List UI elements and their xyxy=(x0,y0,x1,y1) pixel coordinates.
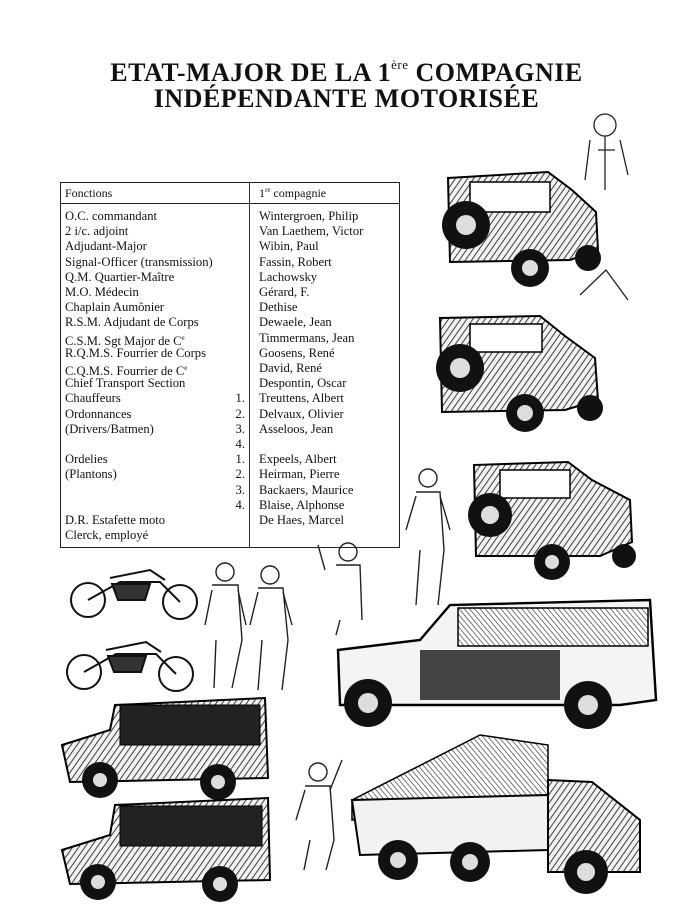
table-row: M.O. Médecin Gérard, F. xyxy=(61,285,399,300)
table-row: O.C. commandant Wintergroen, Philip xyxy=(61,209,399,224)
number-cell: 1. xyxy=(235,452,245,467)
number-cell: 4. xyxy=(235,437,245,451)
fonction-cell: Adjudant-Major xyxy=(65,239,147,254)
number-cell: 3. xyxy=(235,421,245,436)
name-cell: Dethise xyxy=(259,300,298,315)
fonction-cell: R.Q.M.S. Fourrier de Corps xyxy=(65,345,206,360)
covered-truck-illustration xyxy=(60,796,272,902)
table-row: Chauffeurs 1. Treuttens, Albert xyxy=(61,391,399,406)
fonction-cell: R.S.M. Adjudant de Corps xyxy=(65,315,199,330)
name-cell: David, René xyxy=(259,361,322,375)
page-title-line-2: INDÉPENDANTE MOTORISÉE xyxy=(153,84,540,113)
table-row: D.R. Estafette moto De Haes, Marcel xyxy=(61,513,399,528)
name-cell: Timmermans, Jean xyxy=(259,330,355,345)
table-row: Q.M. Quartier-Maître Lachowsky xyxy=(61,270,399,285)
name-cell: Dewaele, Jean xyxy=(259,315,332,330)
table-row: 4. xyxy=(61,437,399,452)
table-row: Ordelies 1. Expeels, Albert xyxy=(61,452,399,467)
soldier-illustration xyxy=(204,468,451,871)
table-row: 4. Blaise, Alphonse xyxy=(61,498,399,513)
name-cell: Blaise, Alphonse xyxy=(259,497,345,512)
fonction-cell: Clerck, employé xyxy=(65,528,149,543)
motorcycle-illustration xyxy=(66,640,194,692)
covered-truck-illustration xyxy=(60,696,270,800)
number-cell: 2. xyxy=(235,467,245,482)
jeep-illustration xyxy=(468,460,636,580)
name-cell: Asseloos, Jean xyxy=(259,421,334,436)
cargo-truck-illustration xyxy=(350,734,641,894)
fonction-cell: Chaplain Aumônier xyxy=(65,300,164,315)
fonction-cell: Signal-Officer (transmission) xyxy=(65,254,213,269)
table-row: Adjudant-Major Wibin, Paul xyxy=(61,239,399,254)
fonction-cell: (Plantons) xyxy=(65,467,117,482)
table-row: R.Q.M.S. Fourrier de Corps Goosens, René xyxy=(61,346,399,361)
name-cell: Heirman, Pierre xyxy=(259,467,340,482)
name-cell: Wibin, Paul xyxy=(259,239,319,254)
fonction-cell: C.Q.M.S. Fourrier de Ce xyxy=(65,364,188,378)
table-row: Ordonnances 2. Delvaux, Olivier xyxy=(61,407,399,422)
fonction-cell: Q.M. Quartier-Maître xyxy=(65,269,175,284)
table-row: 3. Backaers, Maurice xyxy=(61,483,399,498)
table-row: C.S.M. Sgt Major de Ce Timmermans, Jean xyxy=(61,330,399,348)
number-cell: 3. xyxy=(235,482,245,497)
name-cell: Despontin, Oscar xyxy=(259,376,347,391)
table-row: Clerck, employé xyxy=(61,528,399,543)
header-compagnie: 1re compagnie xyxy=(259,186,327,200)
name-cell: Lachowsky xyxy=(259,269,318,284)
table-row: (Plantons) 2. Heirman, Pierre xyxy=(61,467,399,482)
fonction-cell: M.O. Médecin xyxy=(65,285,139,299)
fonction-cell: 2 i/c. adjoint xyxy=(65,224,129,239)
number-cell: 2. xyxy=(235,406,245,421)
jeep-illustration xyxy=(442,170,601,287)
name-cell: Treuttens, Albert xyxy=(259,391,344,406)
fonction-cell: Chauffeurs xyxy=(65,391,121,406)
table-row: Chaplain Aumônier Dethise xyxy=(61,300,399,315)
name-cell: Van Laethem, Victor xyxy=(259,224,364,239)
station-wagon-illustration xyxy=(336,598,658,729)
table-row: Chief Transport Section Despontin, Oscar xyxy=(61,376,399,391)
header-fonctions: Fonctions xyxy=(65,186,113,200)
name-cell: Delvaux, Olivier xyxy=(259,406,344,421)
soldier-illustration xyxy=(579,113,629,301)
name-cell: Wintergroen, Philip xyxy=(259,209,359,223)
table-row: Signal-Officer (transmission) Fassin, Rob… xyxy=(61,255,399,270)
fonction-cell: Chief Transport Section xyxy=(65,376,186,391)
fonction-cell: O.C. commandant xyxy=(65,209,157,223)
name-cell: Expeels, Albert xyxy=(259,452,337,467)
fonction-cell: Ordonnances xyxy=(65,406,132,421)
name-cell: Backaers, Maurice xyxy=(259,482,354,497)
number-cell: 4. xyxy=(235,497,245,512)
page-title-line-1: ETAT-MAJOR DE LA 1ère COMPAGNIE xyxy=(110,57,583,87)
fonction-cell: Ordelies xyxy=(65,452,108,467)
fonction-cell: C.S.M. Sgt Major de Ce xyxy=(65,333,185,348)
table-row: C.Q.M.S. Fourrier de Ce David, René xyxy=(61,361,399,378)
name-cell: Goosens, René xyxy=(259,345,335,360)
name-cell: Fassin, Robert xyxy=(259,254,332,269)
name-cell: De Haes, Marcel xyxy=(259,513,344,527)
jeep-illustration xyxy=(436,314,603,432)
number-cell: 1. xyxy=(235,391,245,406)
table-row: 2 i/c. adjoint Van Laethem, Victor xyxy=(61,224,399,239)
fonction-cell: (Drivers/Batmen) xyxy=(65,421,154,436)
motorcycle-illustration xyxy=(70,568,198,620)
table-row: (Drivers/Batmen) 3. Asseloos, Jean xyxy=(61,422,399,437)
fonction-cell: D.R. Estafette moto xyxy=(65,513,166,527)
table-row: R.S.M. Adjudant de Corps Dewaele, Jean xyxy=(61,315,399,330)
name-cell: Gérard, F. xyxy=(259,285,310,299)
